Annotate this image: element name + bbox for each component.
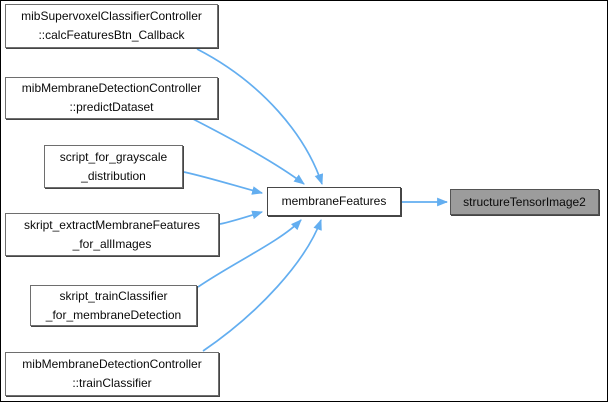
node-label-line2: _distribution xyxy=(81,168,146,183)
node-label-line1: skript_extractMembraneFeatures xyxy=(23,217,201,232)
edge-predictDataset-to-membraneFeatures xyxy=(192,118,305,185)
node-label-line2: ::trainClassifier xyxy=(72,376,152,390)
edge-trainClassifier-to-membraneFeatures xyxy=(202,218,322,352)
node-skript-extractMembraneFeatures[interactable]: skript_extractMembraneFeatures _for_allI… xyxy=(5,213,219,256)
node-membraneFeatures[interactable]: membraneFeatures xyxy=(267,187,401,216)
node-label-line1: mibMembraneDetectionController xyxy=(22,357,202,371)
node-label-line2: _for_allImages xyxy=(72,236,152,251)
node-skript-trainClassifier[interactable]: skript_trainClassifier _for_membraneDete… xyxy=(30,285,197,326)
edge-extractMembraneFeatures-to-membraneFeatures xyxy=(219,210,264,225)
edge-calcFeaturesBtn-to-membraneFeatures xyxy=(196,48,324,186)
node-label-line2: _for_membraneDetection xyxy=(45,307,182,322)
node-script-for-grayscale-distribution[interactable]: script_for_grayscale _distribution xyxy=(44,145,183,188)
node-label-line2: ::predictDataset xyxy=(69,100,154,114)
node-label-line1: mibMembraneDetectionController xyxy=(21,81,202,95)
node-label-line2: ::calcFeaturesBtn_Callback xyxy=(38,28,185,42)
node-label: membraneFeatures xyxy=(281,194,387,208)
node-label-line1: script_for_grayscale xyxy=(59,149,168,164)
node-label-line1: mibSupervoxelClassifierController xyxy=(21,9,202,23)
node-predictDataset[interactable]: mibMembraneDetectionController ::predict… xyxy=(5,77,218,119)
node-structureTensorImage2: structureTensorImage2 xyxy=(450,189,599,215)
edge-trainClassifier-skript-to-membraneFeatures xyxy=(197,219,302,288)
node-trainClassifier[interactable]: mibMembraneDetectionController ::trainCl… xyxy=(5,352,219,396)
node-label-line1: skript_trainClassifier xyxy=(59,288,168,303)
node-calcFeaturesBtn-Callback[interactable]: mibSupervoxelClassifierController ::calc… xyxy=(5,4,218,48)
node-label: structureTensorImage2 xyxy=(463,194,586,209)
edge-script-for-grayscale-to-membraneFeatures xyxy=(183,171,264,195)
